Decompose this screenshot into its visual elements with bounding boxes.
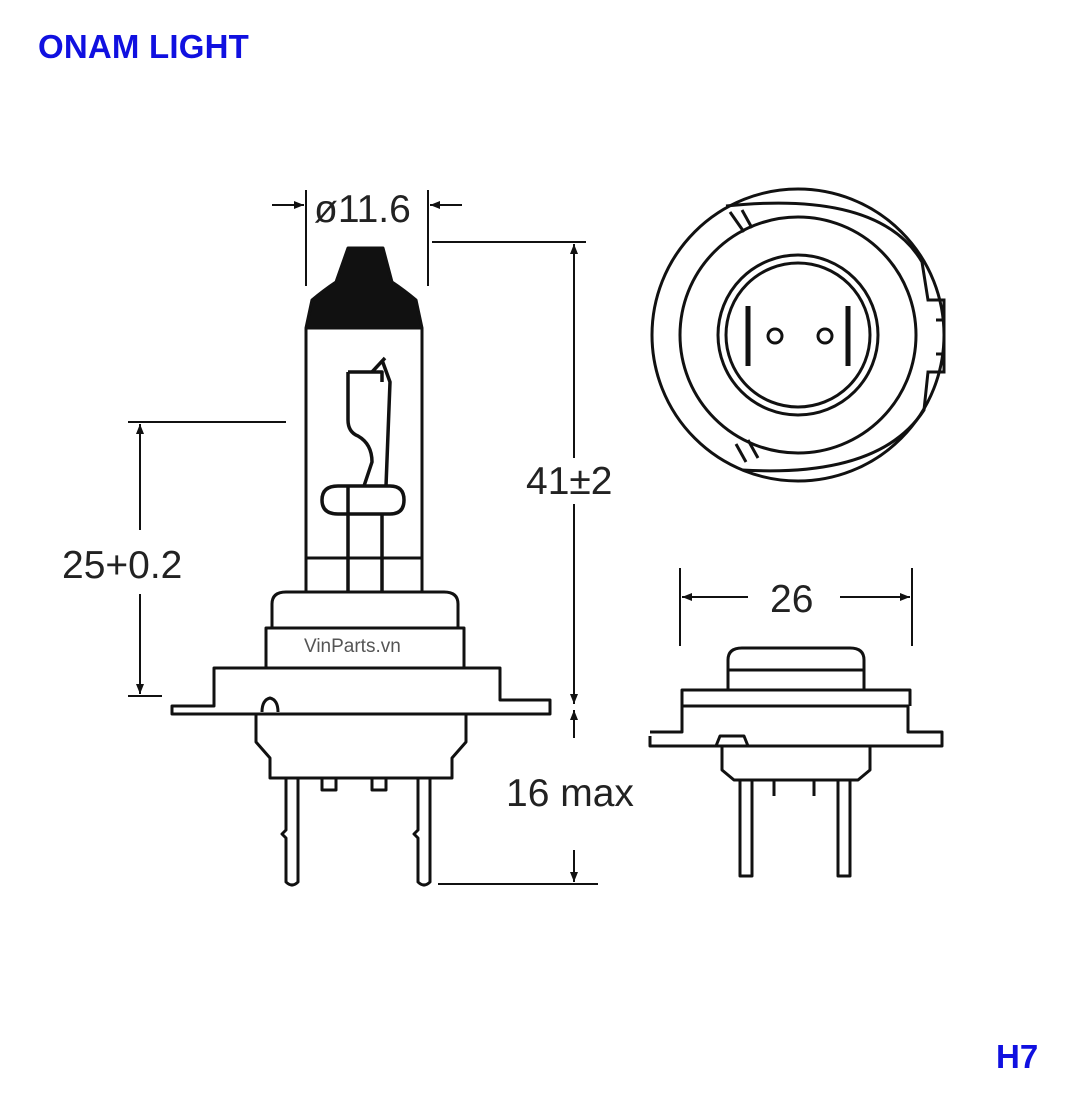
dim-diameter: ø11.6 (314, 188, 411, 231)
dimension-lines (128, 190, 598, 885)
filament (320, 356, 406, 592)
pins (280, 778, 432, 887)
model-label: H7 (996, 1038, 1039, 1075)
dim-26-lines (679, 568, 913, 646)
bulb-top-view (650, 187, 946, 483)
bulb-front-view (648, 646, 944, 878)
watermark: VinParts.vn (304, 636, 401, 657)
base-flange (170, 666, 552, 716)
bulb-black-tip (304, 246, 424, 330)
base-cap (270, 590, 460, 630)
bulb-side-view (170, 246, 552, 887)
dim-base-width: 26 (770, 578, 813, 621)
dim-focal-height: 25+0.2 (62, 544, 182, 587)
dim-pin-length: 16 max (506, 772, 634, 815)
brand-title: ONAM LIGHT (38, 28, 249, 65)
dim-total-height: 41±2 (526, 460, 612, 503)
bulb-glass (304, 328, 424, 594)
lower-base (254, 714, 468, 780)
